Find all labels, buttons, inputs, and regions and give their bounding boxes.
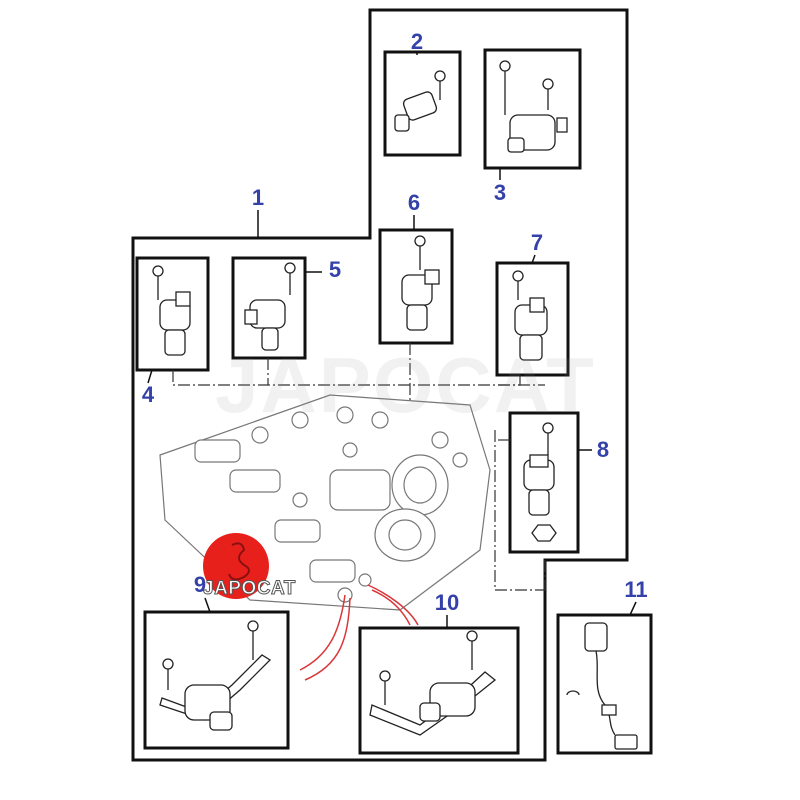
wire-harness-lines	[299, 584, 419, 681]
callout-5[interactable]: 5	[328, 257, 342, 282]
group-outline-1	[131, 8, 629, 762]
callout-1[interactable]: 1	[251, 185, 265, 210]
part-box-5[interactable]	[231, 256, 307, 360]
logo-text: JAPOCAT	[203, 578, 296, 600]
japocat-logo	[203, 533, 269, 599]
callout-4[interactable]: 4	[141, 382, 155, 407]
part-box-2[interactable]	[383, 50, 462, 157]
callout-9[interactable]: 9	[193, 572, 207, 597]
callout-3[interactable]: 3	[493, 180, 507, 205]
part-box-3[interactable]	[483, 48, 582, 170]
callout-10[interactable]: 10	[434, 590, 460, 615]
callout-8[interactable]: 8	[596, 437, 610, 462]
part-box-10[interactable]	[358, 626, 520, 755]
callout-11[interactable]: 11	[624, 577, 648, 602]
part-box-6[interactable]	[378, 228, 454, 345]
part-box-8[interactable]	[508, 411, 580, 554]
callout-7[interactable]: 7	[530, 230, 544, 255]
part-sketches	[152, 60, 638, 750]
part-box-11[interactable]	[556, 613, 653, 755]
callout-2[interactable]: 2	[410, 29, 424, 54]
callout-6[interactable]: 6	[407, 190, 421, 215]
part-box-9[interactable]	[143, 610, 290, 750]
watermark: JAPOCAT	[215, 341, 596, 429]
